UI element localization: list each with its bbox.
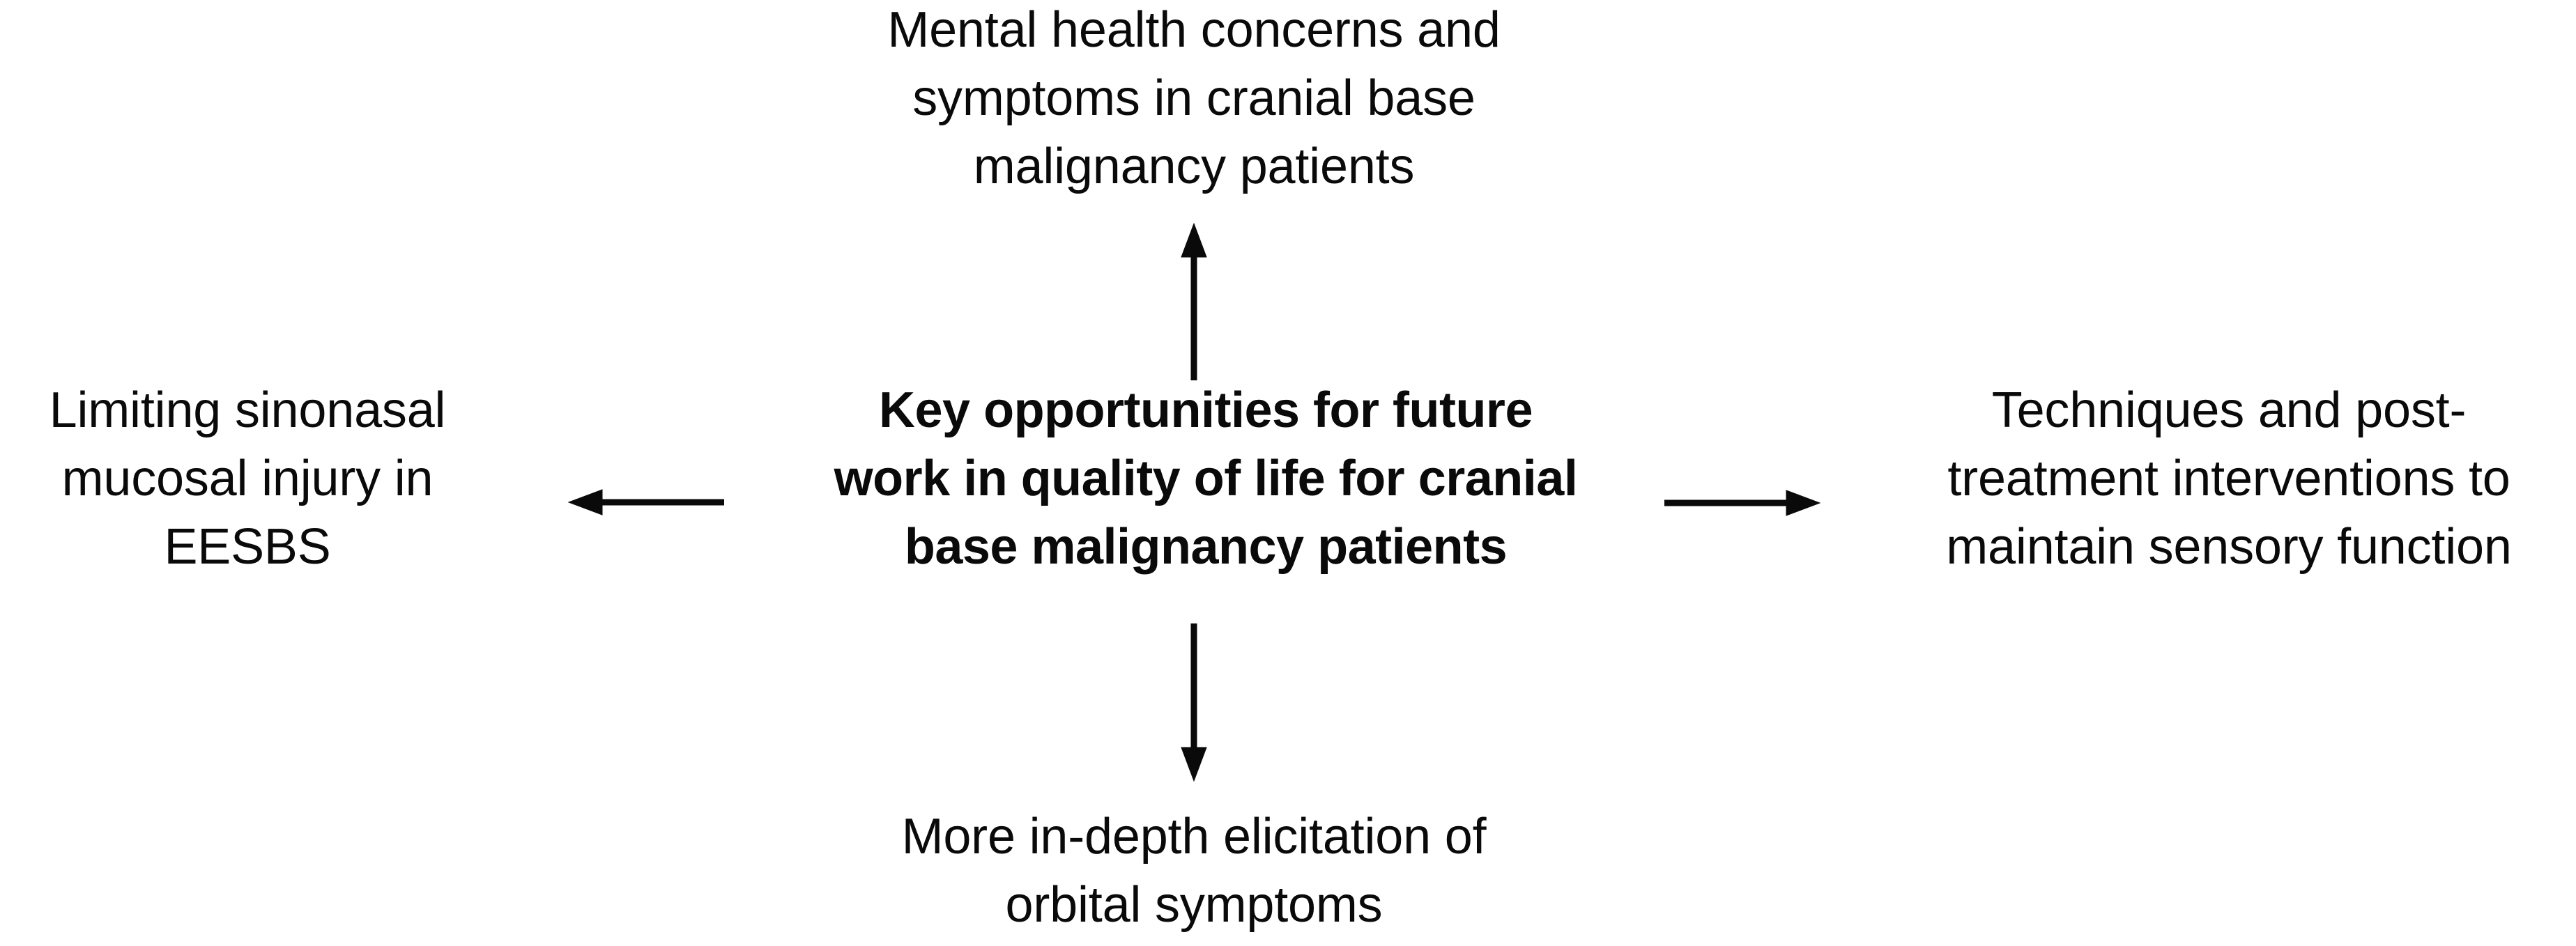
- left-arrow: [567, 489, 724, 515]
- center-node: Key opportunities for future work in qua…: [834, 382, 1578, 575]
- up-arrow: [1181, 222, 1207, 380]
- branch-node-right: Techniques and post- treatment intervent…: [1946, 382, 2512, 575]
- right-arrow: [1664, 490, 1821, 516]
- branch-node-left: Limiting sinonasal mucosal injury in EES…: [49, 382, 446, 575]
- branch-node-bottom: More in-depth elicitation of orbital sym…: [901, 809, 1487, 933]
- down-arrow: [1181, 623, 1207, 782]
- branch-node-top: Mental health concerns and symptoms in c…: [887, 2, 1501, 194]
